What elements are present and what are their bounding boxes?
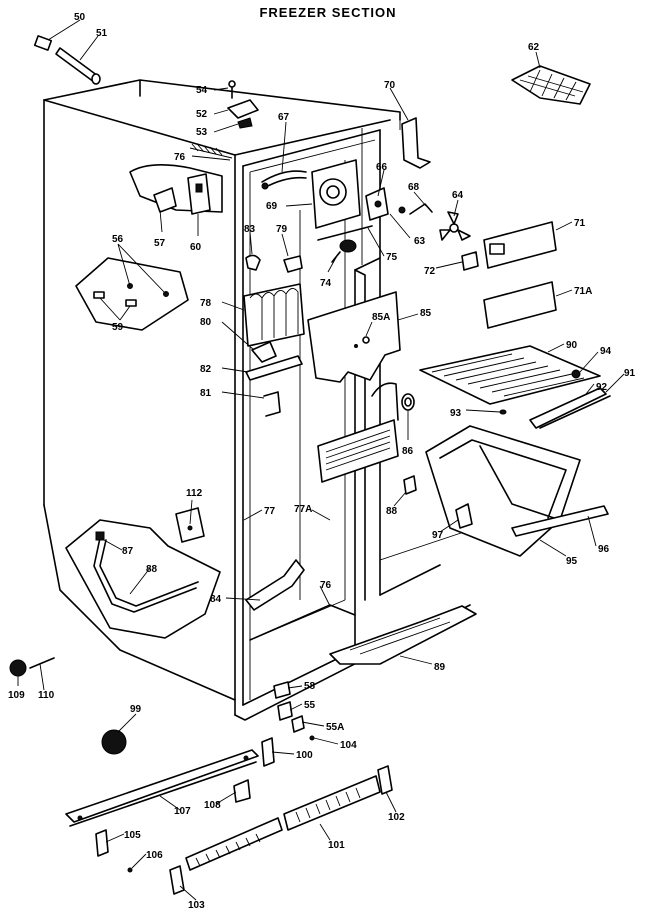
callout: 70 xyxy=(384,80,396,91)
part-drain-trough xyxy=(245,355,303,417)
part-inset-112 xyxy=(175,507,205,543)
callout: 57 xyxy=(154,238,166,249)
callout: 59 xyxy=(112,322,124,333)
callout: 78 xyxy=(200,298,212,309)
callout: 84 xyxy=(210,594,222,605)
part-ice-tray xyxy=(511,65,591,105)
part-floor-plate xyxy=(329,605,477,665)
callout: 88 xyxy=(146,564,158,575)
callout: 95 xyxy=(566,556,578,567)
callout: 63 xyxy=(414,236,426,247)
page-title: FREEZER SECTION xyxy=(259,5,397,20)
callout: 97 xyxy=(432,530,444,541)
part-wire-shelf xyxy=(419,345,601,405)
callout: 110 xyxy=(38,690,55,701)
part-rod-assembly xyxy=(33,35,101,85)
part-control-housing xyxy=(129,164,223,215)
part-shelf-front xyxy=(461,221,557,329)
callout: 52 xyxy=(196,109,208,120)
callout: 83 xyxy=(244,224,256,235)
part-roller-knob xyxy=(9,657,127,755)
callout: 50 xyxy=(74,12,86,23)
callout: 79 xyxy=(276,224,288,235)
callout-labels: 50 51 54 52 67 53 76 70 62 66 68 69 64 6… xyxy=(8,12,636,911)
callout: 89 xyxy=(434,662,446,673)
callout: 85 xyxy=(420,308,432,319)
callout: 99 xyxy=(130,704,142,715)
part-bracket-70 xyxy=(401,117,431,169)
part-fan-blade xyxy=(439,211,471,241)
part-vent-panel xyxy=(317,382,399,483)
part-hinge-group xyxy=(227,80,259,129)
callout: 76 xyxy=(320,580,332,591)
part-grommet xyxy=(401,393,415,411)
callout: 55A xyxy=(326,722,344,733)
callout: 66 xyxy=(376,162,388,173)
callout: 82 xyxy=(200,364,212,375)
part-freezer-bin xyxy=(403,425,609,557)
callout: 85A xyxy=(372,312,390,323)
part-clip-67 xyxy=(261,170,307,190)
callout: 77A xyxy=(294,504,312,515)
callout: 71 xyxy=(574,218,586,229)
callout: 80 xyxy=(200,317,212,328)
part-evaporator-coil xyxy=(243,283,305,363)
callout: 69 xyxy=(266,201,278,212)
callout: 53 xyxy=(196,127,208,138)
part-duct-84 xyxy=(245,559,305,611)
part-lower-fasteners xyxy=(261,681,315,767)
part-grille xyxy=(169,765,393,895)
callout: 55 xyxy=(304,700,316,711)
callout: 60 xyxy=(190,242,202,253)
part-slide-rail xyxy=(65,749,259,827)
part-clip-105 xyxy=(95,829,133,873)
callout: 109 xyxy=(8,690,25,701)
callout: 62 xyxy=(528,42,540,53)
part-inset-fasteners xyxy=(75,257,189,331)
callout: 68 xyxy=(408,182,420,193)
callout: 76 xyxy=(174,152,186,163)
callout: 64 xyxy=(452,190,464,201)
callout: 112 xyxy=(186,488,203,499)
callout: 74 xyxy=(320,278,332,289)
callout: 71A xyxy=(574,286,592,297)
callout: 94 xyxy=(600,346,612,357)
callout: 96 xyxy=(598,544,610,555)
callout: 58 xyxy=(304,681,316,692)
callout: 86 xyxy=(402,446,414,457)
callout: 106 xyxy=(146,850,163,861)
callout: 107 xyxy=(174,806,191,817)
callout: 104 xyxy=(340,740,357,751)
callout: 56 xyxy=(112,234,124,245)
part-tube-inset xyxy=(65,519,221,639)
callout: 91 xyxy=(624,368,636,379)
callout: 87 xyxy=(122,546,134,557)
callout: 72 xyxy=(424,266,436,277)
callout: 101 xyxy=(328,840,345,851)
callout: 103 xyxy=(188,900,205,911)
part-shelf-rail xyxy=(499,387,611,429)
callout: 90 xyxy=(566,340,578,351)
callout: 93 xyxy=(450,408,462,419)
callout: 105 xyxy=(124,830,141,841)
callout: 77 xyxy=(264,506,276,517)
callout: 102 xyxy=(388,812,405,823)
part-fan-housing xyxy=(311,159,433,263)
callout: 108 xyxy=(204,800,221,811)
callout: 54 xyxy=(196,85,208,96)
part-clip-83 xyxy=(245,254,303,273)
part-evaporator-cover xyxy=(307,291,401,383)
callout: 100 xyxy=(296,750,313,761)
leader-lines xyxy=(17,19,625,901)
callout: 67 xyxy=(278,112,290,123)
callout: 51 xyxy=(96,28,108,39)
callout: 75 xyxy=(386,252,398,263)
callout: 88 xyxy=(386,506,398,517)
callout: 92 xyxy=(596,382,608,393)
callout: 81 xyxy=(200,388,212,399)
